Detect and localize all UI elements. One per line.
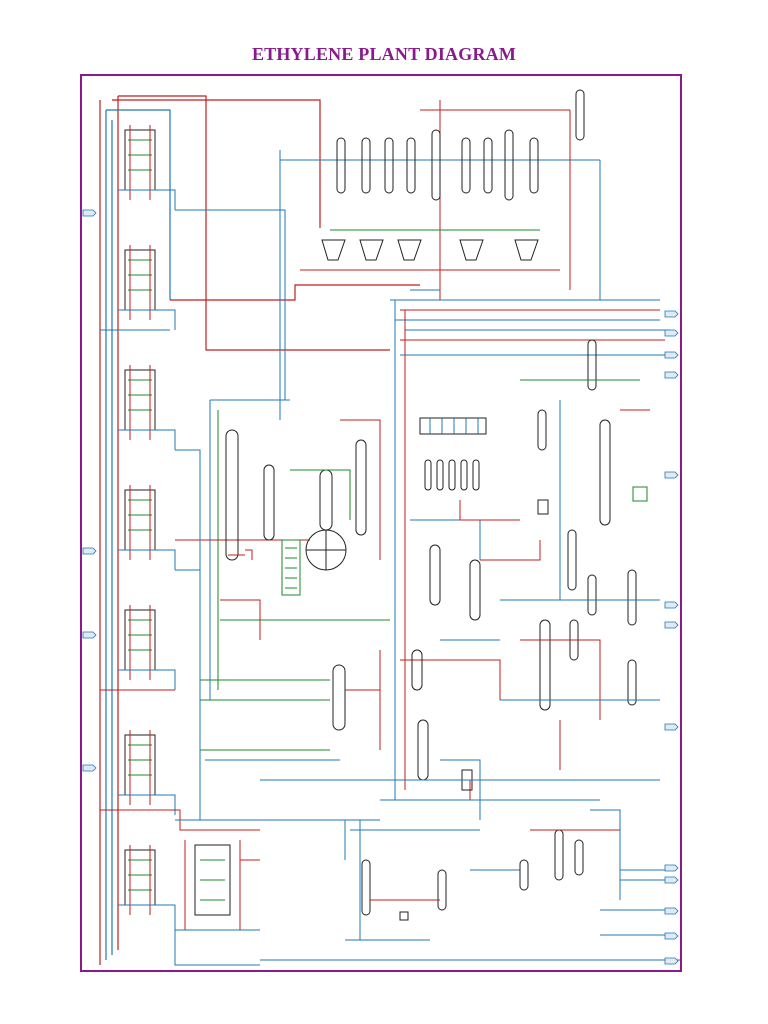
outlet-arrows xyxy=(82,209,679,965)
cold-box-section xyxy=(390,299,670,800)
furnace-unit-3 xyxy=(118,365,176,450)
page-title: ETHYLENE PLANT DIAGRAM xyxy=(251,44,517,64)
furnace-unit-5 xyxy=(118,605,176,690)
lower-center-section xyxy=(260,649,680,961)
furnace-unit-4 xyxy=(118,485,176,570)
furnace-unit-6 xyxy=(118,730,176,815)
furnace-units xyxy=(118,125,260,931)
furnace-bank xyxy=(99,95,420,965)
quench-section xyxy=(175,399,390,761)
furnace-unit-7 xyxy=(118,845,176,925)
top-column-train xyxy=(279,89,601,420)
furnace-unit-8 xyxy=(175,840,260,931)
furnace-unit-1 xyxy=(118,125,176,210)
furnace-unit-2 xyxy=(118,245,176,330)
cross-connections xyxy=(100,209,660,966)
